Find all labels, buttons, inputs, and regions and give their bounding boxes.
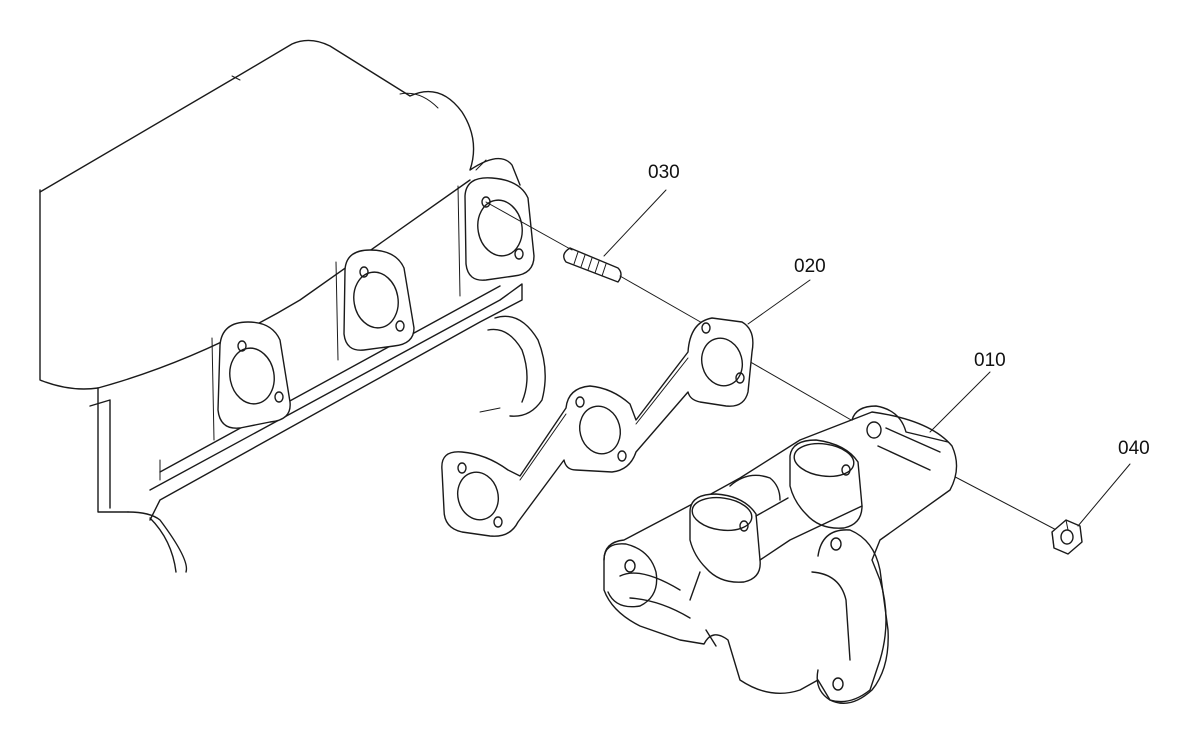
callout-label-020: 020 (794, 256, 826, 277)
stud-bolt (563, 247, 622, 283)
callout-label-030: 030 (648, 162, 680, 183)
leader-lines (603, 189, 1131, 527)
exhaust-manifold (603, 405, 958, 704)
assembly-axis-line (485, 201, 1065, 535)
cylinder-head (39, 39, 546, 573)
callout-label-010: 010 (974, 350, 1006, 371)
exhaust-gasket (441, 317, 754, 537)
hex-nut (1051, 519, 1083, 555)
callout-label-040: 040 (1118, 438, 1150, 459)
